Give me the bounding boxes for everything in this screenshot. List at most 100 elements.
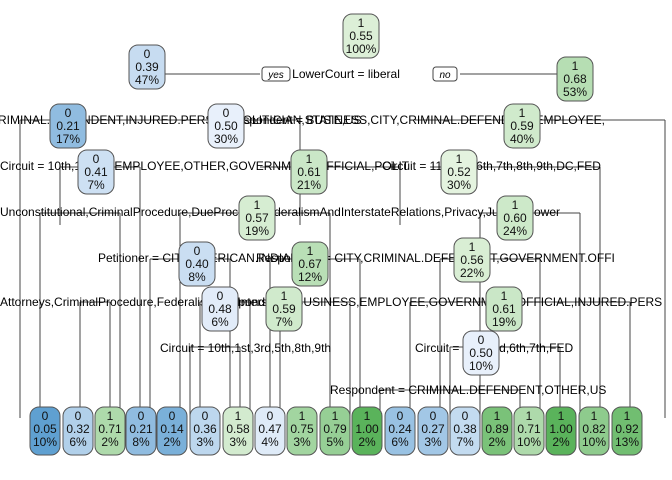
yes-badge: [261, 66, 291, 82]
internal-nodes: 10.55100%00.3947%10.6853%00.2117%00.5030…: [49, 13, 594, 376]
class-label: 1: [558, 409, 565, 423]
tree-node-box: [342, 13, 380, 59]
leaf-node-box: [481, 406, 513, 456]
probability-label: 0.67: [298, 257, 322, 271]
no-label: no: [439, 70, 451, 81]
tree-node-box: [453, 237, 491, 283]
percent-label: 10%: [469, 359, 493, 373]
probability-label: 0.14: [160, 422, 184, 436]
leaf-node: 00.273%: [417, 406, 449, 456]
percent-label: 47%: [135, 73, 159, 87]
leaf-node-box: [62, 406, 94, 456]
probability-label: 0.38: [453, 422, 477, 436]
leaf-node-box: [417, 406, 449, 456]
percent-label: 6%: [211, 315, 229, 329]
leaf-node-box: [513, 406, 545, 456]
class-label: 0: [223, 106, 230, 120]
leaf-node: 00.387%: [449, 406, 481, 456]
class-label: 1: [358, 16, 365, 30]
split-labels: RIMINAL.DEFENDENT,INJURED.PERSON,POLITIC…: [0, 113, 662, 397]
probability-label: 0.50: [214, 119, 238, 133]
tree-node-box: [503, 103, 541, 149]
tree-node-box: [291, 241, 329, 287]
percent-label: 2%: [358, 435, 376, 449]
split-label: Circuit = 11th,3rd,6th,7th,8th,9th,DC,FE…: [382, 159, 601, 173]
probability-label: 0.05: [33, 422, 57, 436]
leaf-node-box: [156, 406, 188, 456]
probability-label: 0.21: [129, 422, 153, 436]
tree-node-box: [178, 241, 216, 287]
probability-label: 0.47: [258, 422, 282, 436]
leaf-node-box: [286, 406, 318, 456]
percent-label: 10%: [582, 435, 606, 449]
percent-label: 3%: [424, 435, 442, 449]
probability-label: 0.55: [349, 29, 373, 43]
tree-node-box: [128, 44, 166, 90]
probability-label: 0.27: [421, 422, 445, 436]
percent-label: 19%: [245, 224, 269, 238]
probability-label: 1.00: [549, 422, 573, 436]
tree-edges: [19, 52, 666, 418]
percent-label: 2%: [163, 435, 181, 449]
probability-label: 0.71: [98, 422, 122, 436]
class-label: 0: [75, 409, 82, 423]
percent-label: 2%: [101, 435, 119, 449]
class-label: 1: [299, 409, 306, 423]
percent-label: 7%: [275, 315, 293, 329]
probability-label: 0.68: [563, 72, 587, 86]
percent-label: 8%: [132, 435, 150, 449]
tree-node-box: [238, 195, 276, 241]
class-label: 1: [519, 106, 526, 120]
leaf-node: 00.246%: [384, 406, 416, 456]
tree-node-box: [265, 286, 303, 332]
percent-label: 7%: [456, 435, 474, 449]
leaf-node-box: [254, 406, 286, 456]
probability-label: 0.58: [226, 422, 250, 436]
class-label: 1: [456, 152, 463, 166]
probability-label: 0.71: [517, 422, 541, 436]
leaf-node: 11.002%: [545, 406, 577, 456]
leaf-node: 00.363%: [189, 406, 221, 456]
class-label: 0: [169, 409, 176, 423]
leaf-node: 00.326%: [62, 406, 94, 456]
split-label: Respondent = CITY,CRIMINAL.DEFENDENT,GOV…: [256, 251, 615, 265]
class-label: 1: [526, 409, 533, 423]
class-label: 0: [65, 106, 72, 120]
split-label: Respondent = CRIMINAL.DEFENDENT,OTHER,US: [330, 383, 606, 397]
probability-label: 1.00: [355, 422, 379, 436]
probability-label: 0.41: [84, 165, 108, 179]
leaf-node-box: [351, 406, 383, 456]
percent-label: 13%: [615, 435, 639, 449]
probability-label: 0.56: [460, 253, 484, 267]
probability-label: 0.57: [245, 211, 269, 225]
percent-label: 10%: [33, 435, 57, 449]
split-label: Unconstitutional,CriminalProcedure,DuePr…: [0, 205, 560, 219]
class-label: 0: [430, 409, 437, 423]
tree-node-box: [207, 103, 245, 149]
probability-label: 0.89: [485, 422, 509, 436]
leaf-nodes: 00.0510%00.326%10.712%00.218%00.142%00.3…: [29, 406, 643, 456]
class-label: 1: [591, 409, 598, 423]
percent-label: 21%: [297, 178, 321, 192]
leaf-node-box: [189, 406, 221, 456]
class-label: 1: [306, 152, 313, 166]
split-label: Respondent = BUSINESS,CITY,CRIMINAL.DEFE…: [228, 113, 605, 127]
class-label: 0: [462, 409, 469, 423]
tree-node: 00.486%: [201, 286, 239, 332]
percent-label: 5%: [326, 435, 344, 449]
class-label: 0: [267, 409, 274, 423]
percent-label: 19%: [492, 315, 516, 329]
tree-node-box: [77, 149, 115, 195]
percent-label: 40%: [510, 132, 534, 146]
leaf-node: 00.218%: [125, 406, 157, 456]
class-label: 0: [478, 333, 485, 347]
